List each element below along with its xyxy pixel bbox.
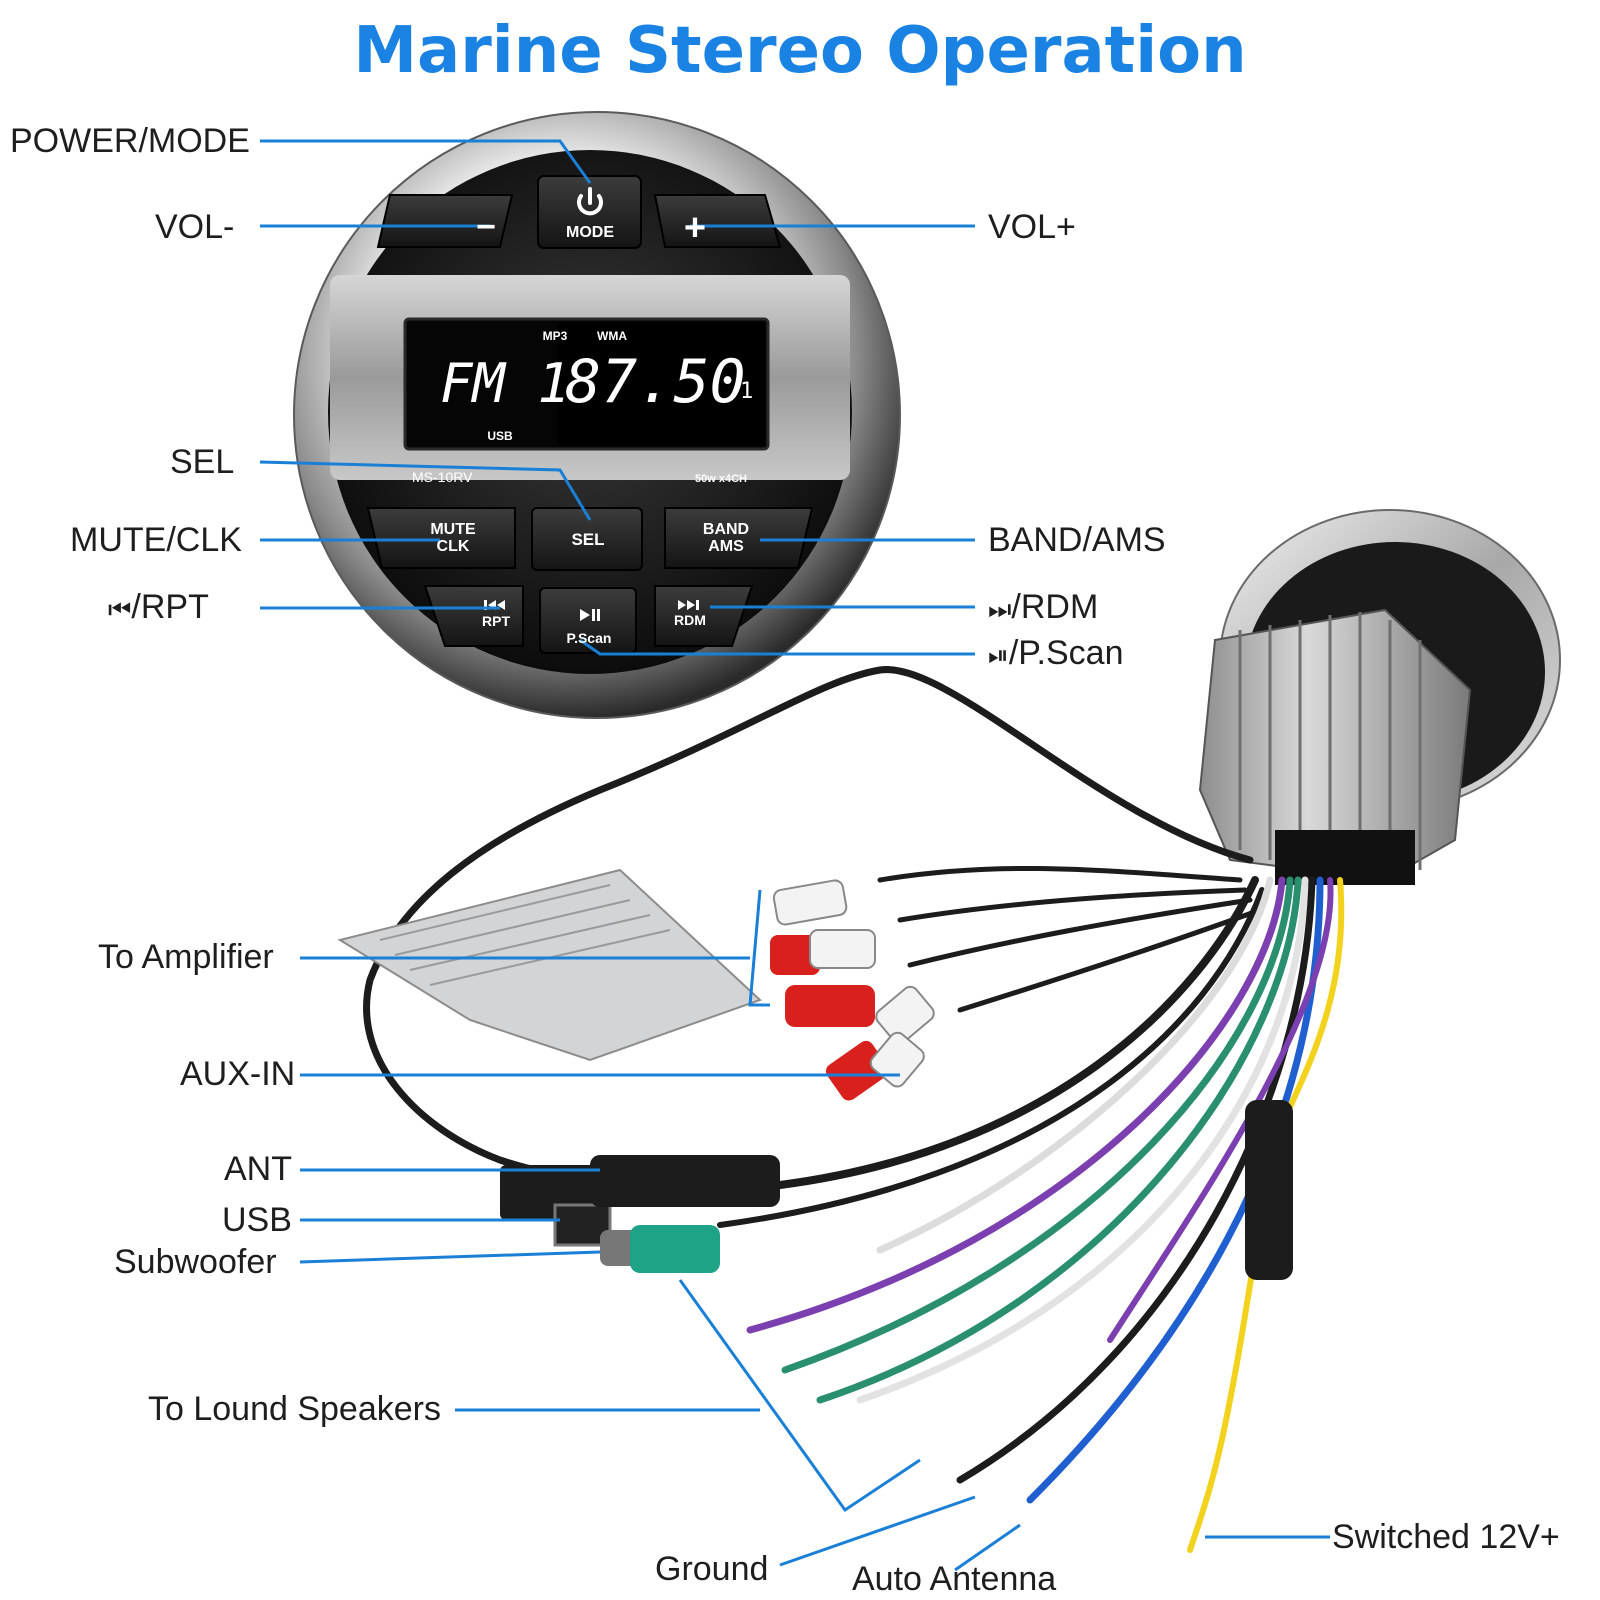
previous-track-icon: ⏮: [108, 594, 132, 624]
diagram-title: Marine Stereo Operation: [353, 14, 1247, 88]
label-switched-12v: Switched 12V+: [1332, 1518, 1560, 1556]
power-icon: [577, 187, 603, 216]
subwoofer-rca-connector: [600, 1225, 720, 1273]
front-panel-buttons: [366, 175, 814, 654]
inline-fuse-holder: [1245, 1100, 1293, 1280]
mute-clk-button[interactable]: [366, 507, 516, 569]
label-band-ams: BAND/AMS: [988, 521, 1166, 559]
usb-connector: [500, 1165, 612, 1247]
label-mute-clk: MUTE/CLK: [70, 521, 242, 559]
instruction-booklet: [337, 868, 762, 1062]
label-aux-in: AUX-IN: [180, 1055, 296, 1093]
stereo-rear-body: [1198, 509, 1561, 885]
label-subwoofer: Subwoofer: [114, 1243, 277, 1281]
label-to-amplifier: To Amplifier: [98, 938, 274, 976]
next-track-icon: [678, 600, 699, 610]
label-prev-rpt: ⏮/RPT: [108, 588, 209, 626]
prev-rpt-button[interactable]: [423, 585, 524, 647]
sel-button[interactable]: [531, 507, 643, 571]
label-next-rdm: ⏭/RDM: [988, 588, 1099, 626]
band-ams-button[interactable]: [664, 507, 814, 569]
label-ant: ANT: [224, 1150, 292, 1188]
label-vol-plus: VOL+: [988, 208, 1076, 246]
label-usb: USB: [222, 1201, 292, 1239]
antenna-connector: [590, 1155, 780, 1207]
label-vol-minus: VOL-: [155, 208, 235, 246]
label-sel: SEL: [170, 443, 235, 481]
play-pause-icon: ⏯: [988, 640, 1009, 670]
vol-minus-button[interactable]: [376, 194, 514, 248]
callout-lines: [259, 139, 1330, 1572]
rca-connectors: [770, 879, 935, 1101]
label-play-pscan: ⏯/P.Scan: [988, 634, 1124, 672]
vol-plus-button[interactable]: [653, 194, 782, 248]
play-pscan-button[interactable]: [539, 587, 637, 654]
wiring-harness: [363, 666, 1345, 1553]
label-to-speakers: To Lound Speakers: [148, 1390, 441, 1428]
next-track-icon: ⏭: [988, 594, 1012, 624]
label-ground: Ground: [655, 1550, 769, 1588]
label-power-mode: POWER/MODE: [10, 122, 250, 160]
label-auto-antenna: Auto Antenna: [852, 1560, 1057, 1598]
play-pause-icon: [580, 609, 600, 621]
